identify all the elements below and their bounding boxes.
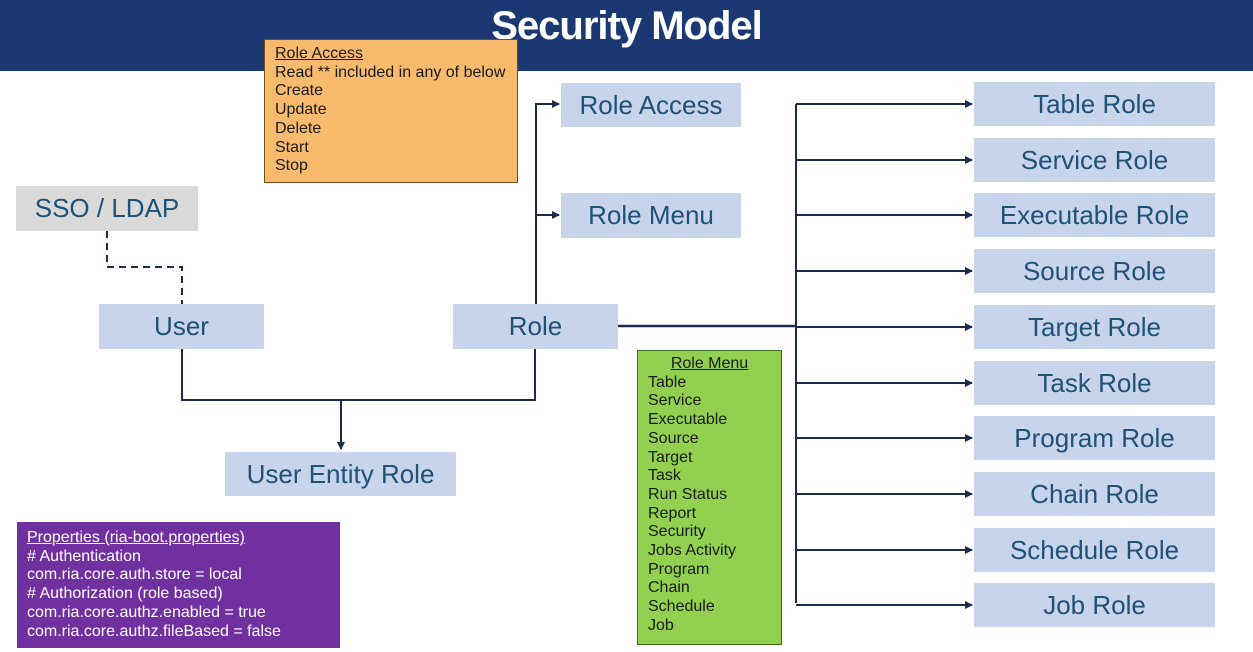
note-line: Delete xyxy=(275,119,322,137)
role-type-branches xyxy=(796,100,973,609)
note-line: Run Status xyxy=(648,485,728,503)
note-line: Read ** included in any of below xyxy=(275,63,506,81)
note-line: com.ria.core.authz.enabled = true xyxy=(27,603,266,621)
note-line: Chain xyxy=(648,579,690,597)
note-line: Schedule xyxy=(648,598,715,616)
role-access-note-title: Role Access xyxy=(275,45,364,62)
note-line: Target xyxy=(648,448,693,466)
note-line: Table xyxy=(648,373,687,391)
sso-user-dashed-link xyxy=(106,231,183,304)
role-type-chain-role: Chain Role xyxy=(974,472,1215,516)
sso-ldap-node: SSO / LDAP xyxy=(16,186,198,231)
note-line: Update xyxy=(275,101,327,119)
role-type-source-role: Source Role xyxy=(974,249,1215,293)
note-line: Job xyxy=(648,616,674,634)
note-line: Jobs Activity xyxy=(648,542,737,560)
role-type-task-role: Task Role xyxy=(974,361,1215,405)
role-type-job-role: Job Role xyxy=(974,583,1215,627)
note-line: Task xyxy=(648,467,681,485)
note-line: Start xyxy=(275,138,309,156)
user-node: User xyxy=(99,304,264,349)
note-line: Executable xyxy=(648,411,728,429)
role-type-table-role: Table Role xyxy=(974,82,1215,126)
note-line: Create xyxy=(275,82,324,100)
note-line: Security xyxy=(648,523,706,541)
note-line: Stop xyxy=(275,157,308,175)
note-line: Program xyxy=(648,560,710,578)
role-type-service-role: Service Role xyxy=(974,138,1215,182)
role-type-executable-role: Executable Role xyxy=(974,193,1215,237)
user-entity-role-node: User Entity Role xyxy=(225,452,456,496)
role-type-program-role: Program Role xyxy=(974,416,1215,460)
user-to-entity-link xyxy=(181,349,536,401)
role-type-target-role: Target Role xyxy=(974,305,1215,349)
properties-note-title: Properties (ria-boot.properties) xyxy=(27,529,245,546)
role-menu-note-title: Role Menu xyxy=(670,355,749,372)
header-bar: Security Model xyxy=(0,0,1253,71)
note-line: Source xyxy=(648,429,699,447)
role-access-note: Role Access Read ** included in any of b… xyxy=(264,39,518,183)
role-node: Role xyxy=(453,304,618,349)
note-line: # Authorization (role based) xyxy=(27,585,223,603)
role-menu-node: Role Menu xyxy=(561,193,741,238)
note-line: Service xyxy=(648,392,702,410)
role-to-access-link xyxy=(535,100,560,304)
note-line: com.ria.core.authz.fileBased = false xyxy=(27,622,281,640)
note-line: # Authentication xyxy=(27,547,141,565)
page-title: Security Model xyxy=(491,4,763,48)
role-access-node: Role Access xyxy=(561,83,741,127)
note-line: com.ria.core.auth.store = local xyxy=(27,566,242,584)
note-line: Report xyxy=(648,504,697,522)
properties-note: Properties (ria-boot.properties) # Authe… xyxy=(17,522,340,648)
role-type-schedule-role: Schedule Role xyxy=(974,528,1215,572)
